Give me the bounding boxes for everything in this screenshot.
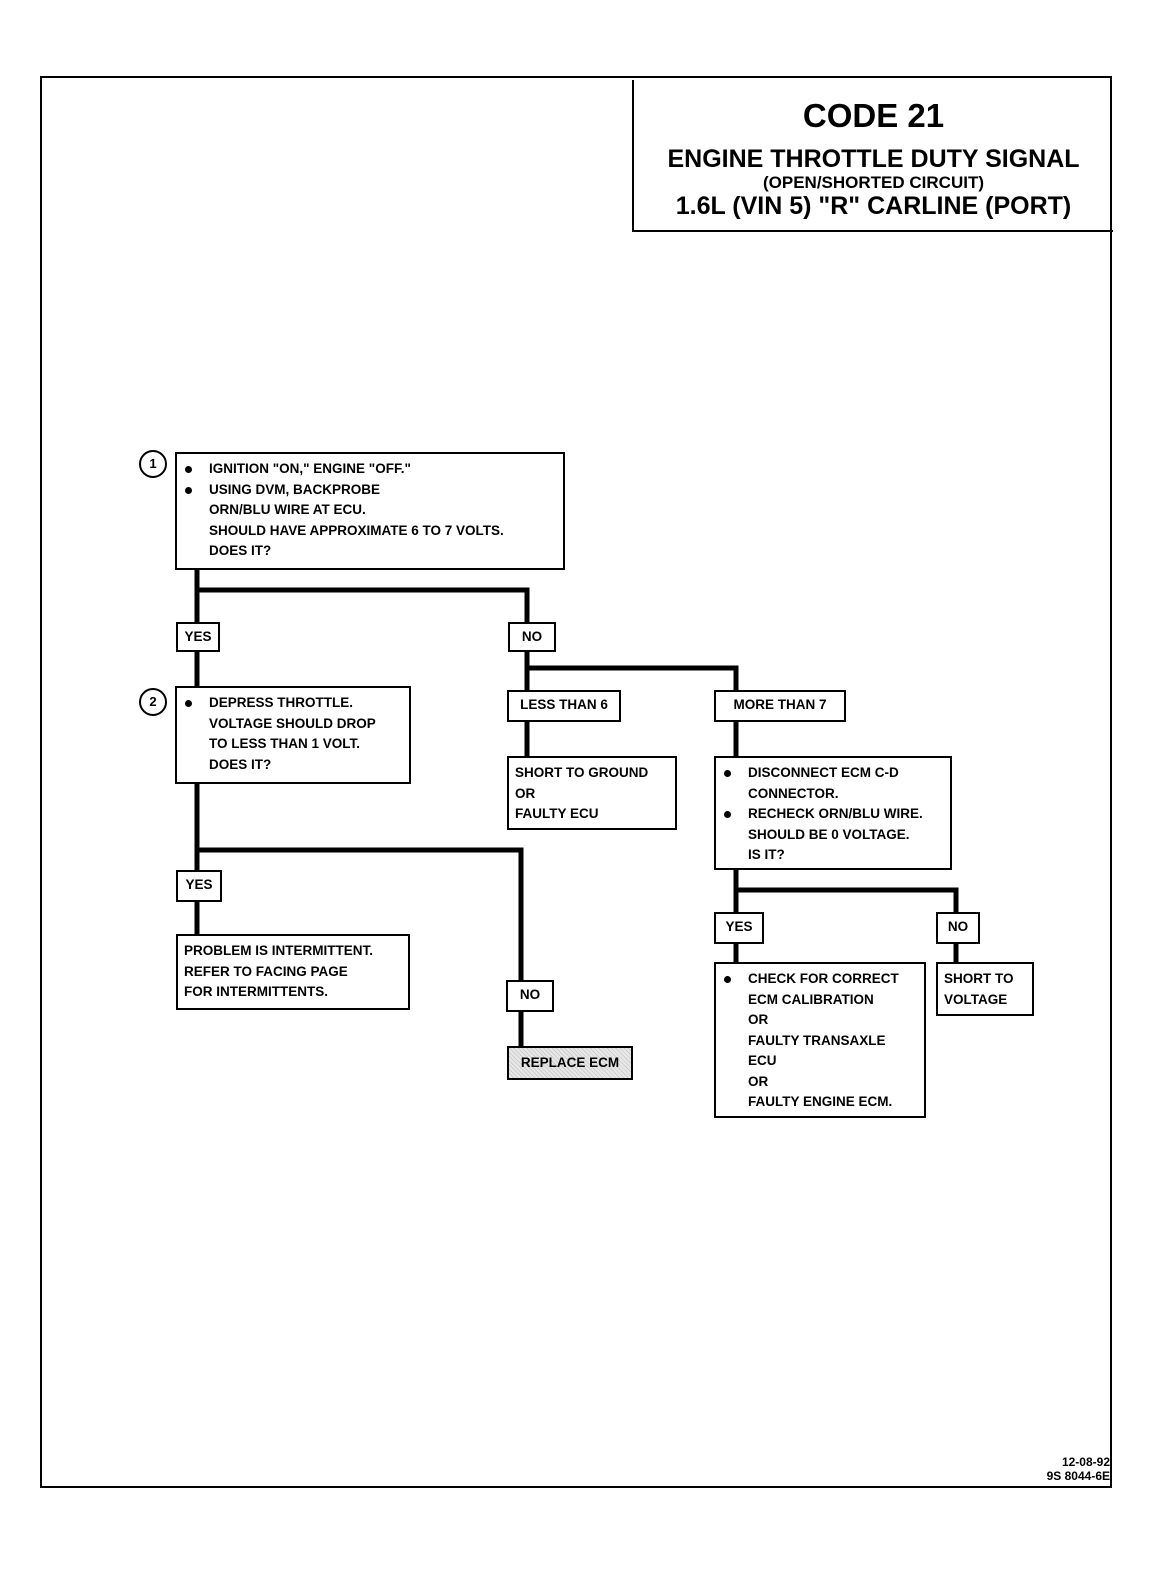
check-line-1: CHECK FOR CORRECT xyxy=(724,969,918,990)
step-2-line-3: TO LESS THAN 1 VOLT. xyxy=(209,736,361,751)
step-2-line-1: DEPRESS THROTTLE. xyxy=(185,693,403,714)
step-2-box: DEPRESS THROTTLE. VOLTAGE SHOULD DROP TO… xyxy=(175,686,411,784)
title-line-3: 1.6L (VIN 5) "R" CARLINE (PORT) xyxy=(675,192,1072,220)
short-ground-line-3: FAULTY ECU xyxy=(515,806,599,821)
short-voltage-line-1: SHORT TO xyxy=(944,971,1014,986)
bullet-icon xyxy=(185,466,192,473)
yes-label-2: YES xyxy=(176,870,222,902)
bullet-icon xyxy=(185,700,192,707)
step-1-line-3: ORN/BLU WIRE AT ECU. xyxy=(209,502,366,517)
short-to-ground-box: SHORT TO GROUND OR FAULTY ECU xyxy=(507,756,677,830)
disconnect-line-1: DISCONNECT ECM C-D xyxy=(724,763,944,784)
replace-ecm-label: REPLACE ECM xyxy=(507,1046,633,1080)
intermittent-line-2: REFER TO FACING PAGE xyxy=(184,963,348,979)
page-border xyxy=(40,76,1112,1488)
title-line-2: (OPEN/SHORTED CIRCUIT) xyxy=(763,173,984,192)
no-label-1: NO xyxy=(508,622,556,652)
bullet-icon xyxy=(724,976,731,983)
step-2-marker: 2 xyxy=(139,688,167,716)
check-line-2: ECM CALIBRATION xyxy=(748,991,874,1007)
disconnect-line-4: SHOULD BE 0 VOLTAGE. xyxy=(748,826,910,842)
bullet-icon xyxy=(185,486,192,494)
check-calibration-box: CHECK FOR CORRECT ECM CALIBRATION OR FAU… xyxy=(714,962,926,1118)
footer-date: 12-08-92 xyxy=(1061,1455,1110,1469)
check-line-4: FAULTY TRANSAXLE xyxy=(748,1032,886,1048)
disconnect-line-3: RECHECK ORN/BLU WIRE. xyxy=(724,804,944,825)
check-line-6: OR xyxy=(748,1073,769,1089)
step-1-line-5: DOES IT? xyxy=(209,543,272,558)
no-label-3: NO xyxy=(936,912,980,944)
disconnect-line-2: CONNECTOR. xyxy=(748,785,839,801)
no-label-2: NO xyxy=(506,980,554,1012)
title-block: CODE 21 ENGINE THROTTLE DUTY SIGNAL (OPE… xyxy=(632,80,1113,232)
check-line-3: OR xyxy=(748,1012,769,1027)
step-2-line-4: DOES IT? xyxy=(209,756,272,772)
short-to-voltage-box: SHORT TO VOLTAGE xyxy=(936,962,1034,1016)
intermittent-box: PROBLEM IS INTERMITTENT. REFER TO FACING… xyxy=(176,934,410,1010)
connector-no-more xyxy=(524,665,739,693)
disconnect-connector-box: DISCONNECT ECM C-D CONNECTOR. RECHECK OR… xyxy=(714,756,952,870)
bullet-icon xyxy=(724,811,731,818)
short-voltage-line-2: VOLTAGE xyxy=(944,991,1008,1007)
intermittent-line-3: FOR INTERMITTENTS. xyxy=(184,984,328,999)
step-2-line-2: VOLTAGE SHOULD DROP xyxy=(209,715,376,731)
step-1-box: IGNITION "ON," ENGINE "OFF." USING DVM, … xyxy=(175,452,565,570)
code-number: CODE 21 xyxy=(802,97,945,134)
yes-label-1: YES xyxy=(176,622,220,652)
footer: 12-08-92 9S 8044-6E xyxy=(1047,1455,1110,1483)
short-ground-line-2: OR xyxy=(515,785,536,801)
step-1-line-1: IGNITION "ON," ENGINE "OFF." xyxy=(185,459,557,480)
disconnect-line-5: IS IT? xyxy=(748,847,785,862)
step-1-marker: 1 xyxy=(139,450,167,478)
step-1-line-4: SHOULD HAVE APPROXIMATE 6 TO 7 VOLTS. xyxy=(209,522,504,538)
yes-label-3: YES xyxy=(714,912,764,944)
footer-doc-number: 9S 8044-6E xyxy=(1046,1469,1110,1483)
step-1-line-2: USING DVM, BACKPROBE xyxy=(185,480,557,501)
short-ground-line-1: SHORT TO GROUND xyxy=(515,765,649,780)
connector-step1-no xyxy=(194,569,530,625)
bullet-icon xyxy=(724,770,731,777)
connector-step2-no xyxy=(194,847,524,983)
less-than-6-label: LESS THAN 6 xyxy=(507,690,621,722)
connector-disconnect-no xyxy=(733,887,959,915)
intermittent-line-1: PROBLEM IS INTERMITTENT. xyxy=(184,943,373,958)
check-line-5: ECU xyxy=(748,1053,777,1068)
check-line-7: FAULTY ENGINE ECM. xyxy=(748,1094,893,1109)
title-line-1: ENGINE THROTTLE DUTY SIGNAL xyxy=(667,145,1080,173)
more-than-7-label: MORE THAN 7 xyxy=(714,690,846,722)
